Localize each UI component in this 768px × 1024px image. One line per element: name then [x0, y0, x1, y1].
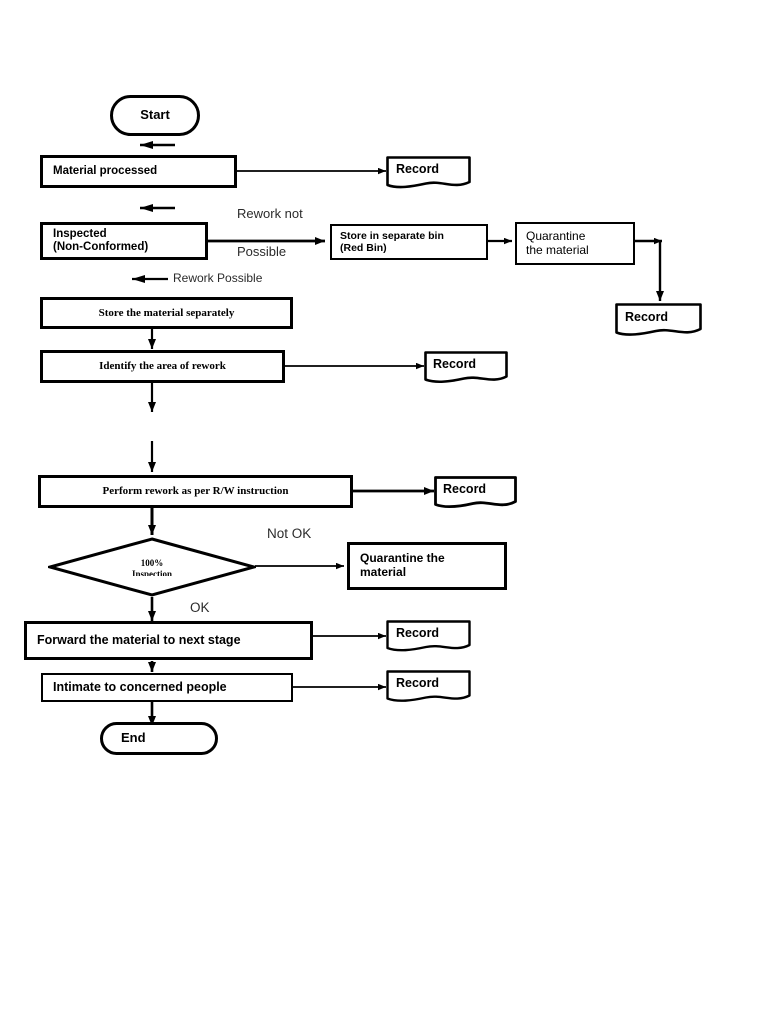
node-inspection-decision[interactable]: 100% Inspection	[44, 537, 260, 597]
node-start[interactable]: Start	[110, 95, 200, 136]
node-perform-rework-label: Perform rework as per R/W instruction	[102, 485, 289, 498]
edge-label-rework-not: Rework not	[237, 206, 303, 221]
edge-label-not-ok: Not OK	[267, 526, 312, 541]
node-quarantine-bottom-label: Quarantine the material	[360, 551, 445, 579]
node-record-3[interactable]: Record	[424, 351, 508, 385]
node-store-red-bin-label: Store in separate bin (Red Bin)	[340, 229, 444, 254]
node-forward-material[interactable]: Forward the material to next stage	[24, 621, 313, 660]
node-inspected[interactable]: Inspected (Non-Conformed)	[40, 222, 208, 260]
node-intimate-people[interactable]: Intimate to concerned people	[41, 673, 293, 702]
node-quarantine-top-label: Quarantine the material	[526, 228, 589, 257]
node-identify-rework-label: Identify the area of rework	[99, 360, 226, 373]
node-quarantine-top[interactable]: Quarantine the material	[515, 222, 635, 265]
edge-label-possible: Possible	[237, 244, 287, 259]
node-end-label: End	[121, 730, 146, 746]
node-store-separately-label: Store the material separately	[98, 306, 235, 319]
edge-label-rework-possible: Rework Possible	[173, 271, 263, 285]
edge-label-ok: OK	[190, 600, 210, 615]
node-record-4[interactable]: Record	[434, 476, 517, 510]
node-perform-rework[interactable]: Perform rework as per R/W instruction	[38, 475, 353, 508]
node-intimate-people-label: Intimate to concerned people	[53, 680, 227, 695]
node-store-red-bin[interactable]: Store in separate bin (Red Bin)	[330, 224, 488, 260]
arrow-quarantine-to-record2	[635, 237, 664, 301]
node-quarantine-bottom[interactable]: Quarantine the material	[347, 542, 507, 590]
node-identify-rework[interactable]: Identify the area of rework	[40, 350, 285, 383]
node-material-processed[interactable]: Material processed	[40, 155, 237, 188]
node-start-label: Start	[140, 107, 170, 123]
node-record-1[interactable]: Record	[386, 156, 471, 190]
node-forward-material-label: Forward the material to next stage	[37, 633, 241, 648]
node-store-separately[interactable]: Store the material separately	[40, 297, 293, 329]
node-inspected-label: Inspected (Non-Conformed)	[53, 227, 149, 253]
node-record-6[interactable]: Record	[386, 670, 471, 704]
node-record-5[interactable]: Record	[386, 620, 471, 653]
node-end[interactable]: End	[100, 722, 218, 755]
node-record-2[interactable]: Record	[615, 303, 702, 338]
node-material-processed-label: Material processed	[53, 164, 158, 177]
